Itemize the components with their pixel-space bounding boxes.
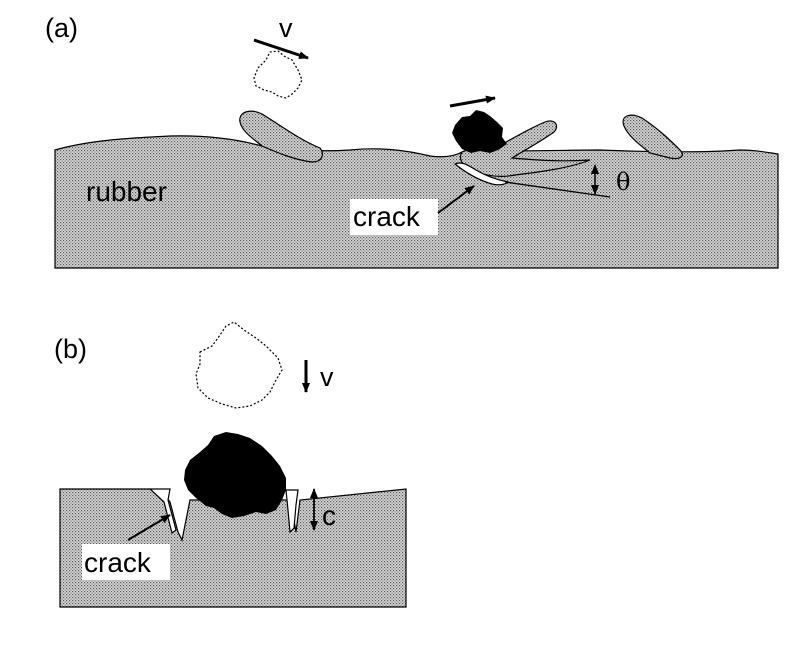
crack-label-b-bg	[82, 544, 170, 580]
rubber-label: rubber	[86, 176, 167, 207]
rubber-flap-right	[622, 114, 683, 160]
angle-label: θ	[616, 168, 630, 196]
depth-label: c	[322, 500, 336, 531]
particle-ghost-a	[253, 50, 303, 99]
particle-solid-b	[184, 432, 286, 518]
particle-ghost-b	[195, 321, 283, 409]
rubber-flap-left	[239, 110, 323, 163]
panel-b: (b) v c crack	[54, 321, 407, 608]
crack-pointer-b	[127, 514, 171, 541]
crack-cut-right	[285, 489, 299, 534]
velocity-arrow-a	[253, 38, 309, 60]
velocity-label-b: v	[320, 362, 334, 392]
particle-motion-arrow	[449, 95, 496, 108]
crack-label-b: crack	[84, 547, 152, 578]
panel-a-label: (a)	[45, 13, 78, 43]
crack-label-a-bg	[350, 199, 438, 235]
panel-a: (a) θ v rubber crack	[45, 13, 779, 269]
velocity-label-a: v	[279, 13, 293, 43]
particle-solid-a	[452, 110, 507, 153]
crack-label-a: crack	[353, 201, 421, 232]
panel-b-label: (b)	[54, 334, 87, 364]
crack-pointer-a	[437, 185, 475, 214]
